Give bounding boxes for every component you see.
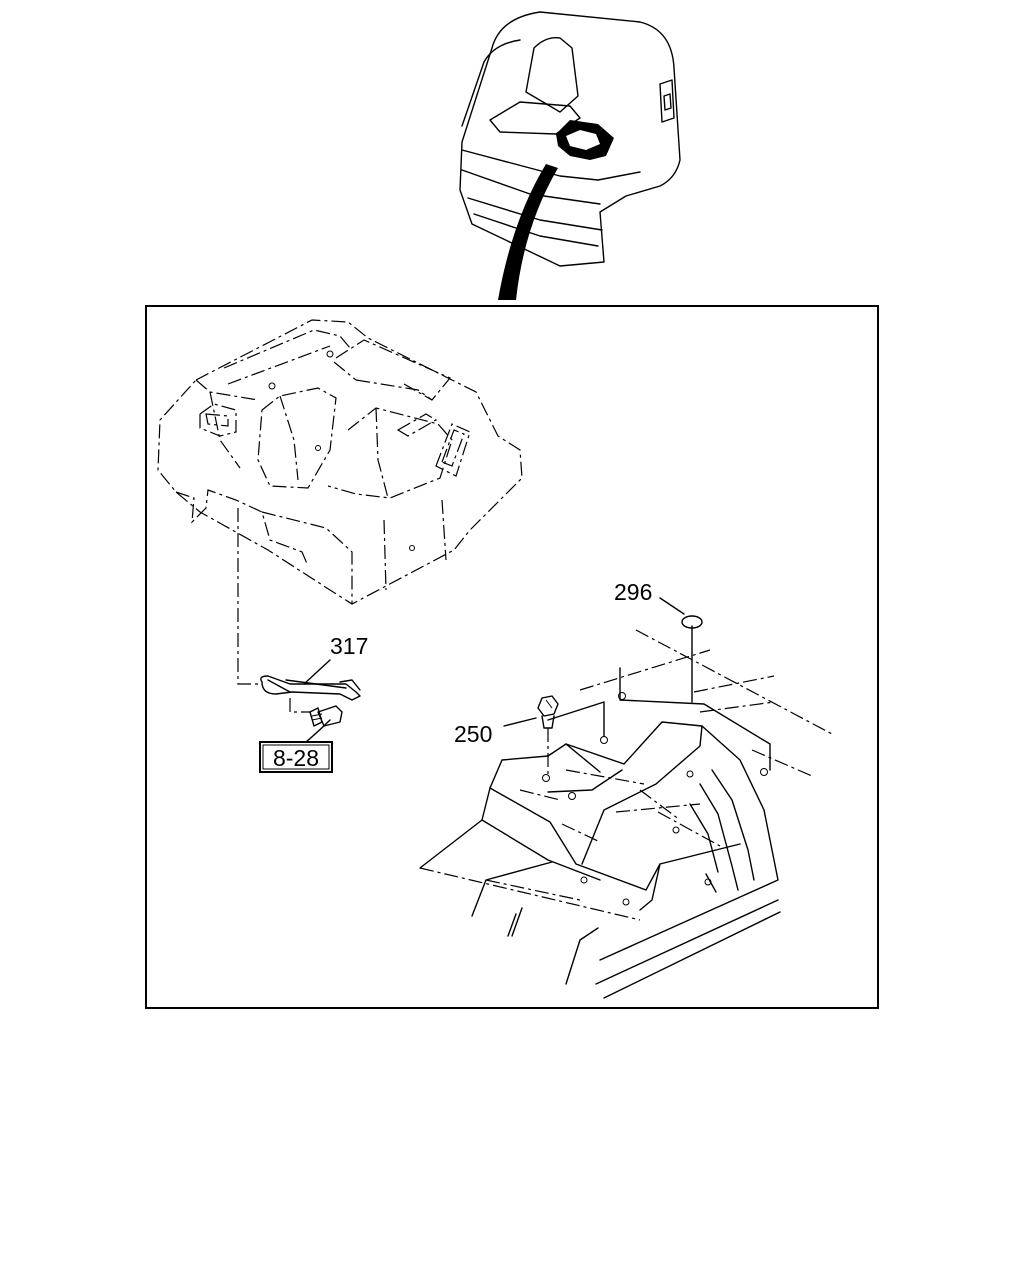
reference-box-8-28[interactable]: 8-28 — [259, 741, 333, 773]
harness-317 — [260, 659, 361, 701]
bolt-8-28 — [289, 698, 343, 743]
console-cover-icon — [157, 319, 523, 685]
detail-frame — [145, 305, 879, 1009]
cab-overview-icon — [459, 11, 681, 300]
floor-panel-icon — [419, 625, 833, 999]
reference-8-28: 8-28 — [273, 745, 319, 771]
callout-317: 317 — [330, 633, 368, 659]
clip-250 — [503, 695, 559, 776]
callout-250: 250 — [454, 721, 492, 747]
grommet-296 — [659, 597, 703, 629]
callout-296: 296 — [614, 579, 652, 605]
